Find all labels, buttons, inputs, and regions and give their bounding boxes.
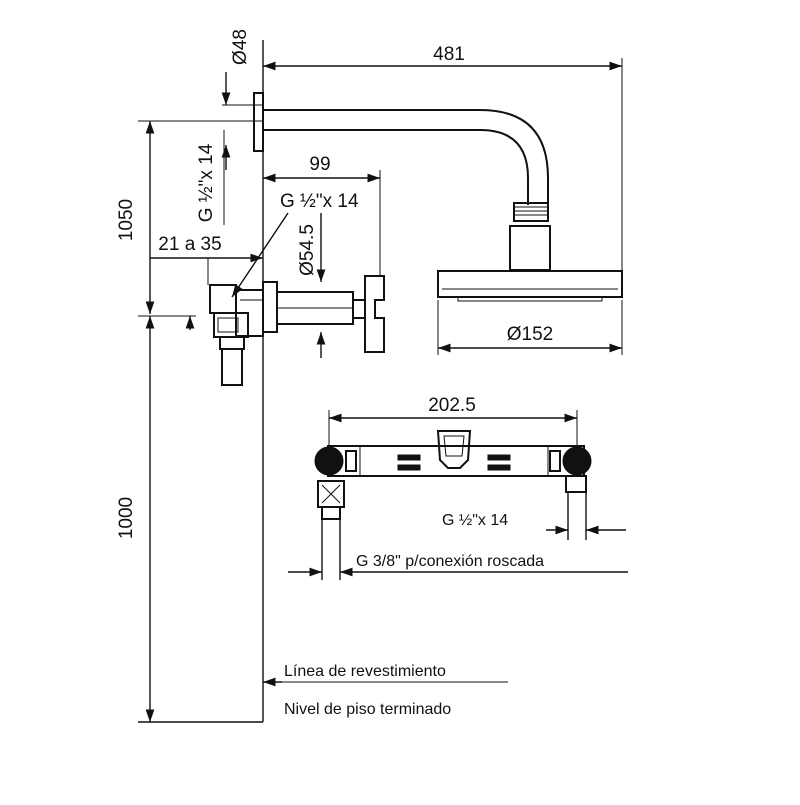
thread-left-dimension: G ½"x 14: [196, 130, 225, 225]
dim-1050-label: 1050: [116, 199, 137, 241]
dimension-21a35: 21 a 35: [150, 234, 263, 285]
linea-revestimiento-label: Línea de revestimiento: [284, 663, 446, 680]
dimension-481: 481: [263, 44, 623, 270]
dimension-d152: Ø152: [437, 300, 623, 355]
dim-99-label: 99: [309, 154, 330, 175]
dim-d152-label: Ø152: [507, 324, 553, 345]
dimension-202-5: 202.5: [328, 395, 578, 446]
dim-481-label: 481: [433, 44, 465, 65]
nivel-piso-label: Nivel de piso terminado: [284, 701, 451, 718]
thread-38-label: G 3/8" p/conexión roscada: [356, 553, 544, 570]
shower-head: [437, 270, 623, 302]
valve-assembly: [209, 275, 385, 386]
dim-d48-label: Ø48: [230, 29, 251, 65]
thread-left-label: G ½"x 14: [196, 143, 217, 222]
wall-label: Línea de revestimiento: [263, 663, 508, 687]
dimension-1000: 1000: [116, 315, 196, 722]
dim-1000-label: 1000: [116, 497, 137, 539]
thread-right-dimension: G ½"x 14: [442, 512, 626, 535]
dimension-1050: 1050: [116, 120, 263, 314]
dim-202-5-label: 202.5: [428, 395, 476, 416]
dim-21a35-label: 21 a 35: [158, 234, 221, 255]
dimension-d48: Ø48: [221, 29, 263, 170]
thread-38-dimension: G 3/8" p/conexión roscada: [288, 553, 628, 577]
dimension-99: 99: [263, 154, 381, 275]
thread-top-label: G ½"x 14: [280, 191, 359, 212]
dimension-d54-5: Ø54.5: [297, 213, 326, 358]
dim-d54-5-label: Ø54.5: [297, 224, 318, 276]
floor-label: Nivel de piso terminado: [284, 701, 451, 718]
thread-right-label: G ½"x 14: [442, 512, 508, 529]
thread-top-dimension: G ½"x 14: [231, 191, 359, 298]
